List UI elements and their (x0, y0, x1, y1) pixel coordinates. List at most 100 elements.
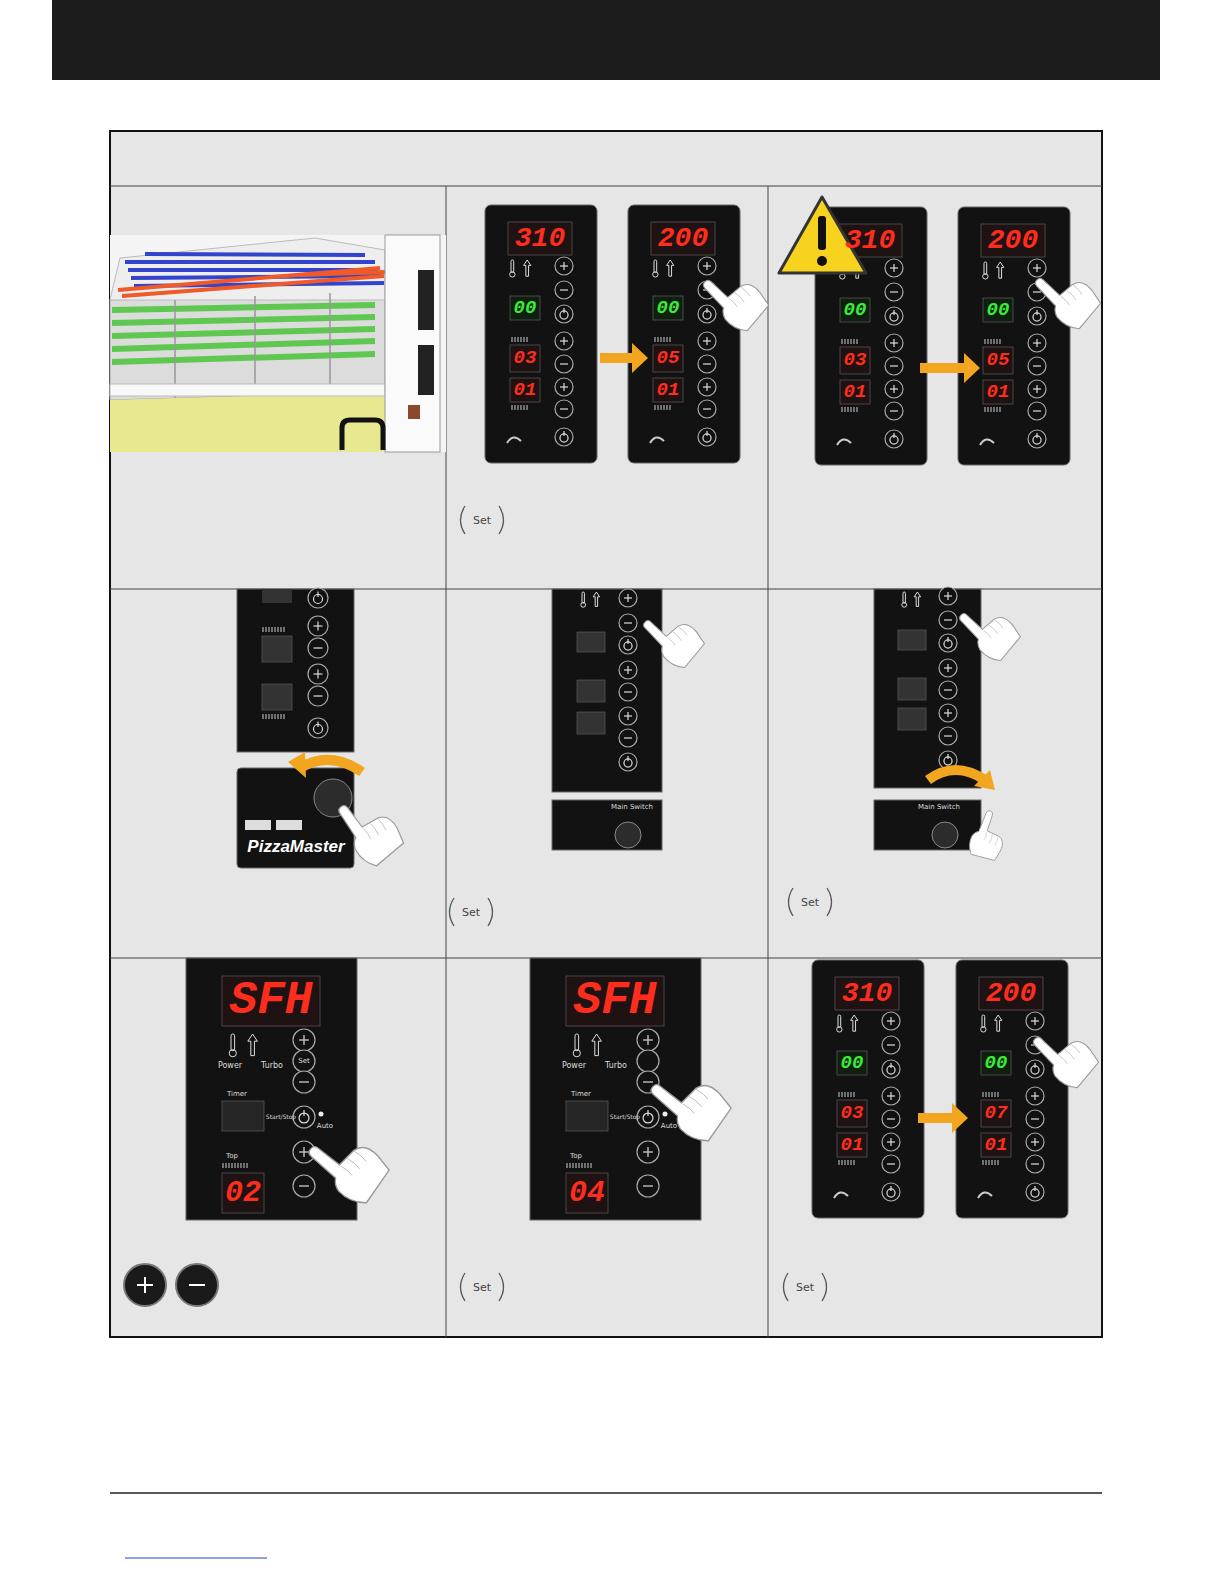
panel-part (276, 820, 302, 830)
panel-part (981, 1027, 986, 1032)
panel-button (1026, 1087, 1044, 1105)
panel-part (989, 1160, 990, 1165)
panel-label: Turbo (598, 1061, 634, 1071)
panel-part (887, 1118, 895, 1119)
panel-button (637, 1050, 659, 1072)
header-bar (52, 0, 1160, 80)
panel-part (1033, 410, 1041, 411)
led-display (979, 977, 1043, 1010)
panel-part (266, 627, 267, 632)
panel-part (991, 407, 992, 412)
panel-button (885, 307, 903, 325)
panel-part (845, 1160, 846, 1165)
led-display (577, 680, 605, 702)
led-display (651, 222, 715, 255)
panel-part (986, 1160, 987, 1165)
panel-part (947, 664, 948, 672)
panel-part (845, 1092, 846, 1097)
panel-part (647, 1110, 648, 1116)
panel-button (637, 1106, 659, 1128)
panel-button (1026, 1155, 1044, 1173)
panel-part (1031, 1163, 1039, 1164)
timer-display: 00 (653, 296, 683, 320)
panel-part (527, 405, 528, 410)
panel-part (988, 407, 989, 412)
panel-part (247, 1163, 248, 1168)
panel-part (851, 1160, 852, 1165)
led-display (840, 298, 870, 322)
panel-part (670, 405, 671, 410)
panel-part (890, 1063, 891, 1068)
pointing-hand (729, 286, 751, 308)
panel-button (939, 681, 957, 699)
set-button-label: Set (790, 1280, 820, 1294)
panel-button (619, 589, 637, 607)
panel-button (619, 753, 637, 771)
set-button-label: Set (467, 1280, 497, 1294)
panel-button (1028, 334, 1046, 352)
panel-part (985, 407, 986, 412)
panel-button (1028, 380, 1046, 398)
panel-part (848, 407, 849, 412)
panel-part (1031, 1118, 1039, 1119)
panel-part (851, 407, 852, 412)
led-display (837, 1100, 867, 1127)
panel-part (840, 274, 845, 279)
panel-button (555, 305, 573, 323)
pointing-hand (301, 1120, 394, 1210)
top-display: 02 (222, 1173, 264, 1213)
set-bracket (450, 898, 455, 926)
turn-arrow (928, 770, 985, 780)
panel-part (983, 1092, 984, 1097)
panel-part (524, 260, 531, 276)
panel-button (555, 428, 573, 446)
control-panel (812, 960, 924, 1218)
led-display (981, 1133, 1011, 1157)
pointing-hand (1026, 1017, 1103, 1094)
panel-part (1000, 407, 1001, 412)
control-panel (956, 960, 1068, 1218)
pointing-hand (983, 832, 998, 846)
panel-part (854, 1160, 855, 1165)
panel-part (627, 756, 628, 761)
turn-arrow (288, 752, 306, 778)
panel-part (317, 670, 318, 679)
panel-part (1033, 365, 1041, 366)
panel-button (555, 378, 573, 396)
panel-part (1034, 1186, 1035, 1191)
panel-button (308, 638, 328, 658)
panel-button (885, 283, 903, 301)
panel-button (308, 616, 328, 636)
step-arrow (920, 353, 980, 383)
panel-button (698, 332, 716, 350)
panel-part (997, 262, 1004, 278)
led-display (837, 1051, 867, 1075)
panel-part (667, 260, 674, 276)
panel-button (885, 334, 903, 352)
panel-part (842, 1092, 843, 1097)
pointing-hand (1028, 258, 1105, 335)
main-switch-knob (615, 822, 641, 848)
led-display (898, 678, 926, 700)
panel-part (627, 639, 628, 644)
control-panel (186, 958, 357, 1220)
panel-part (1034, 1092, 1035, 1100)
timer-display: 00 (981, 1051, 1011, 1075)
panel-button (1026, 1060, 1044, 1078)
panel-part (317, 622, 318, 631)
panel-label: Auto (658, 1122, 680, 1131)
led-display (508, 222, 572, 255)
panel-button (293, 1175, 315, 1197)
panel-button (293, 1106, 315, 1128)
panel-part (985, 339, 986, 344)
led-display (981, 224, 1045, 257)
panel-part (560, 408, 568, 409)
pointing-hand (966, 808, 1012, 863)
control-panel (530, 958, 701, 1220)
panel-part (854, 407, 855, 412)
panel-part (284, 714, 285, 719)
pointing-hand (1059, 1043, 1081, 1065)
panel-part (857, 407, 858, 412)
plus-minus-buttons (124, 1264, 218, 1306)
link-underline (125, 1557, 267, 1558)
